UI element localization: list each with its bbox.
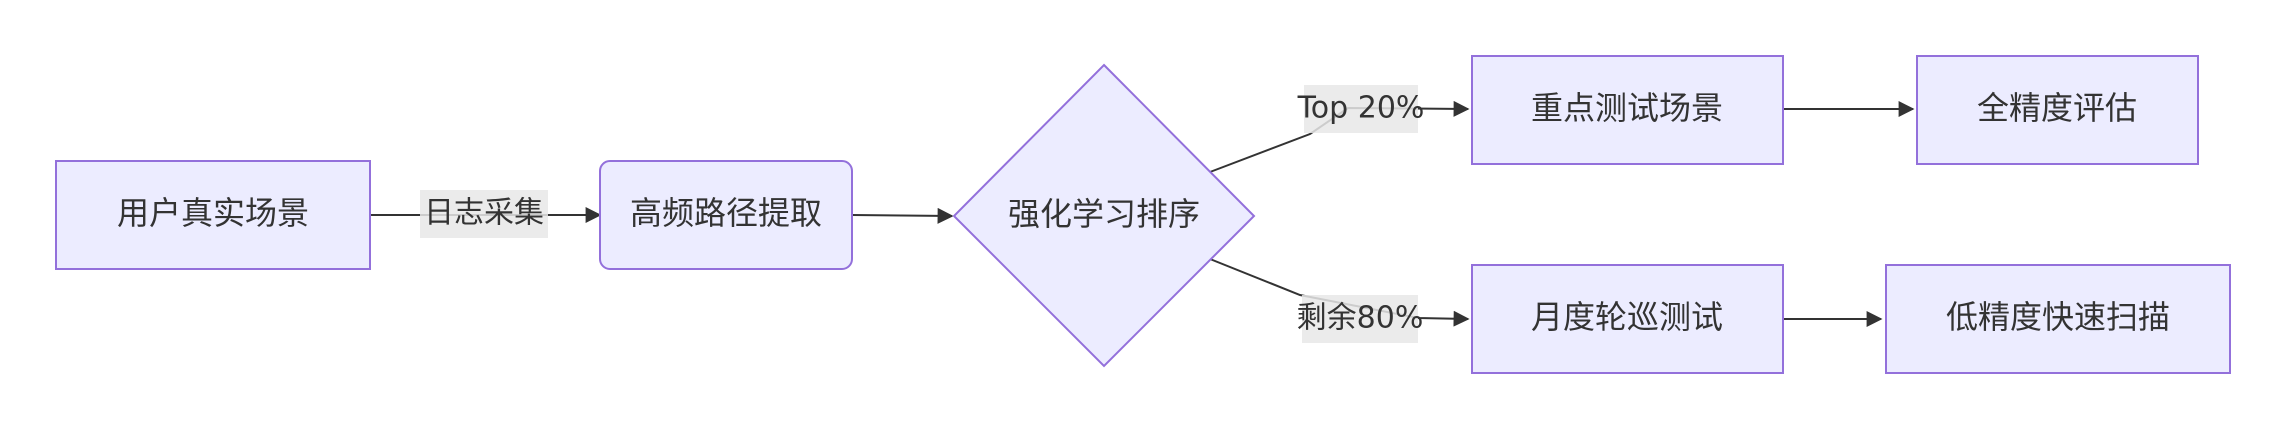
node-rl-sort-text: 强化学习排序: [1008, 195, 1200, 233]
node-rl-sort: 强化学习排序: [952, 63, 1256, 368]
node-user-scene-text: 用户真实场景: [117, 194, 309, 232]
node-user-scene: 用户真实场景: [55, 160, 371, 270]
node-key-test-text: 重点测试场景: [1531, 89, 1723, 127]
edge-label-log-collect: 日志采集: [420, 190, 548, 238]
edge-label-log-collect-text: 日志采集: [424, 196, 544, 231]
edge-label-rest80: 剩余80%: [1297, 295, 1424, 343]
node-path-extract-text: 高频路径提取: [630, 194, 822, 232]
node-full-eval: 全精度评估: [1916, 55, 2199, 165]
node-low-scan: 低精度快速扫描: [1885, 264, 2231, 374]
node-low-scan-text: 低精度快速扫描: [1946, 298, 2170, 336]
node-path-extract: 高频路径提取: [599, 160, 853, 270]
edge-label-top20-text: Top 20%: [1297, 91, 1425, 126]
node-monthly-test-text: 月度轮巡测试: [1531, 298, 1723, 336]
node-full-eval-text: 全精度评估: [1977, 89, 2137, 127]
edge-label-top20: Top 20%: [1297, 85, 1425, 133]
edge-label-rest80-text: 剩余80%: [1297, 301, 1424, 336]
edge-extract-to-rl: [851, 207, 954, 224]
node-key-test: 重点测试场景: [1471, 55, 1784, 165]
node-monthly-test: 月度轮巡测试: [1471, 264, 1784, 374]
